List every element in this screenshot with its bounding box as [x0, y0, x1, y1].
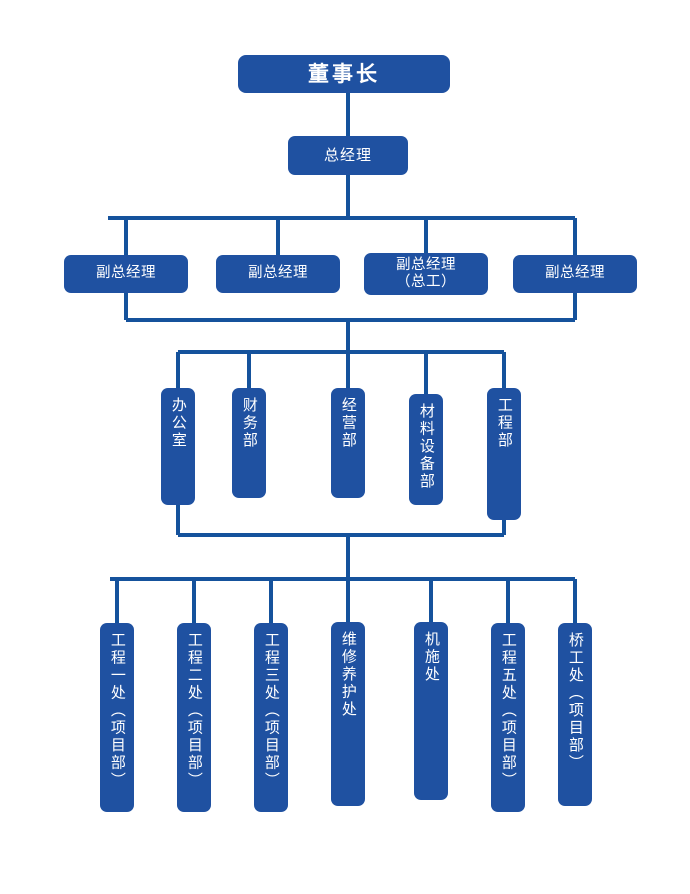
- node-unit-engineering-5-label: 工程五处（项目部）: [499, 632, 518, 790]
- node-unit-bridge[interactable]: 桥工处（项目部）: [558, 623, 592, 806]
- node-dept-operations-label: 经营部: [339, 397, 358, 450]
- node-deputy-gm-chief-engineer[interactable]: 副总经理 （总工）: [364, 253, 488, 295]
- node-unit-engineering-5[interactable]: 工程五处（项目部）: [491, 623, 525, 812]
- node-dept-engineering-label: 工程部: [495, 397, 514, 450]
- node-unit-engineering-2-label: 工程二处（项目部）: [185, 632, 204, 790]
- node-unit-bridge-label: 桥工处（项目部）: [566, 632, 585, 772]
- node-general-manager-label: 总经理: [323, 145, 372, 164]
- node-unit-maintenance-label: 维修养护处: [339, 631, 358, 719]
- node-deputy-gm-2-label: 副总经理: [248, 265, 308, 282]
- node-dept-materials-equipment-label: 材料设备部: [417, 403, 436, 491]
- node-deputy-gm-1[interactable]: 副总经理: [64, 255, 188, 293]
- node-dept-office-label: 办公室: [169, 397, 188, 450]
- node-dept-finance[interactable]: 财务部: [232, 388, 266, 498]
- node-unit-engineering-3[interactable]: 工程三处（项目部）: [254, 623, 288, 812]
- node-dept-materials-equipment[interactable]: 材料设备部: [409, 394, 443, 505]
- node-unit-machinery-label: 机施处: [422, 631, 441, 684]
- node-unit-engineering-1-label: 工程一处（项目部）: [108, 632, 127, 790]
- node-deputy-gm-1-label: 副总经理: [96, 265, 156, 282]
- node-unit-engineering-2[interactable]: 工程二处（项目部）: [177, 623, 211, 812]
- node-unit-engineering-3-label: 工程三处（项目部）: [262, 632, 281, 790]
- node-dept-engineering[interactable]: 工程部: [487, 388, 521, 520]
- node-deputy-gm-4-label: 副总经理: [545, 265, 605, 282]
- node-deputy-gm-4[interactable]: 副总经理: [513, 255, 637, 293]
- node-dept-office[interactable]: 办公室: [161, 388, 195, 505]
- node-deputy-gm-chief-engineer-label: 副总经理 （总工）: [396, 256, 456, 290]
- node-unit-maintenance[interactable]: 维修养护处: [331, 622, 365, 806]
- node-chairman-label: 董事长: [308, 61, 380, 86]
- node-chairman[interactable]: 董事长: [238, 55, 450, 93]
- node-deputy-gm-2[interactable]: 副总经理: [216, 255, 340, 293]
- node-dept-finance-label: 财务部: [240, 397, 259, 450]
- node-general-manager[interactable]: 总经理: [288, 136, 408, 175]
- node-unit-machinery[interactable]: 机施处: [414, 622, 448, 800]
- node-unit-engineering-1[interactable]: 工程一处（项目部）: [100, 623, 134, 812]
- node-dept-operations[interactable]: 经营部: [331, 388, 365, 498]
